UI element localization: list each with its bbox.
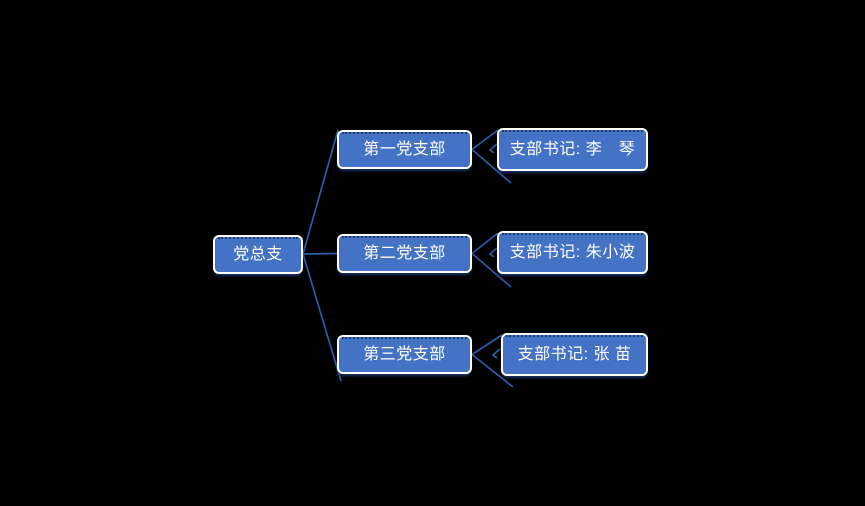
connector-branch3-secretary-lower [471,353,514,388]
branch-node-1[interactable]: 第一党支部 [337,130,472,169]
branch-node-2-label: 第二党支部 [363,244,446,262]
branch-node-2[interactable]: 第二党支部 [337,234,472,273]
branch-node-3-label: 第三党支部 [363,345,446,363]
root-node-label: 党总支 [233,245,283,263]
connector-root-branch2 [302,252,338,255]
connector-branch1-secretary-lower [471,148,512,184]
branch-node-1-label: 第一党支部 [363,140,446,158]
secretary-node-1[interactable]: 支部书记: 李 琴 [497,128,648,171]
arrowhead-branch1 [488,143,498,154]
connector-root-branch3 [302,253,342,382]
connector-root-branch1 [302,129,339,255]
secretary-node-3[interactable]: 支部书记: 张 苗 [501,333,648,376]
connector-branch2-secretary-lower [471,252,512,288]
secretary-node-3-label: 支部书记: 张 苗 [517,345,632,363]
arrowhead-branch2 [488,247,498,258]
secretary-node-2[interactable]: 支部书记: 朱小波 [497,231,648,274]
secretary-node-1-label: 支部书记: 李 琴 [509,140,636,158]
arrowhead-branch3 [491,348,501,359]
connector-branch2-secretary-upper [471,232,499,255]
connector-branch1-secretary-upper [471,129,499,151]
connector-branch3-secretary-upper [471,334,503,356]
root-node-party-general-branch[interactable]: 党总支 [213,235,303,274]
branch-node-3[interactable]: 第三党支部 [337,335,472,374]
secretary-node-2-label: 支部书记: 朱小波 [509,243,636,261]
